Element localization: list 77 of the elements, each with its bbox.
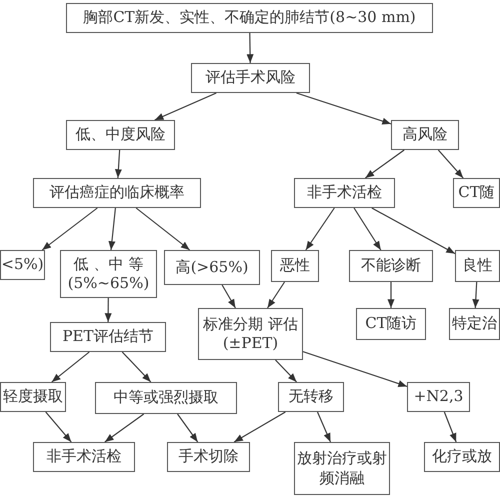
process-box — [294, 442, 390, 495]
process-box — [271, 250, 319, 282]
process-box — [424, 442, 500, 472]
process-box — [0, 250, 45, 280]
arrow — [108, 208, 116, 250]
box-label: +N2,3 — [414, 387, 464, 407]
arrow — [177, 414, 198, 442]
process-box — [455, 250, 500, 282]
box-label: 高风险 — [402, 125, 448, 145]
process-box — [453, 178, 500, 208]
box-label: 无转移 — [288, 387, 334, 407]
arrow — [387, 282, 395, 308]
box-label: 手术切除 — [178, 447, 238, 467]
arrow — [246, 33, 254, 63]
arrow — [472, 282, 480, 308]
process-box — [198, 308, 303, 360]
arrow — [302, 351, 408, 387]
process-box — [66, 120, 175, 150]
arrow — [354, 208, 382, 250]
box-label: 高(>65%) — [176, 258, 248, 278]
process-box — [50, 322, 166, 352]
arrow — [104, 414, 144, 442]
arrow — [275, 360, 297, 382]
arrow — [372, 208, 456, 254]
box-label: CT随 — [458, 183, 495, 203]
arrow — [234, 412, 286, 442]
process-box — [278, 382, 344, 412]
box-label: 化疗或放 — [432, 447, 492, 467]
box-label: 非手术活检 — [46, 447, 122, 467]
process-box — [349, 250, 433, 282]
box-label: PET评估结节 — [62, 327, 154, 347]
arrow — [154, 92, 217, 120]
box-label: 良性 — [462, 256, 492, 276]
process-box — [66, 3, 433, 33]
box-label: 标准分期 评估(±PET) — [202, 314, 299, 354]
arrow — [317, 412, 332, 442]
process-box — [294, 178, 395, 208]
box-label: CT随访 — [365, 314, 417, 334]
arrow — [222, 284, 236, 308]
box-label: 特定治 — [452, 314, 497, 334]
process-box — [95, 382, 237, 414]
process-box — [33, 178, 201, 208]
arrow — [51, 352, 90, 382]
process-box — [356, 308, 426, 340]
arrow — [444, 412, 457, 442]
arrow — [305, 208, 335, 250]
arrow — [438, 150, 464, 178]
process-box — [191, 63, 310, 93]
box-label: 不能诊断 — [361, 256, 421, 276]
arrow — [136, 208, 190, 250]
arrow — [45, 412, 72, 442]
process-box — [449, 308, 500, 340]
process-box — [167, 442, 250, 472]
arrow — [42, 208, 98, 250]
process-box — [60, 250, 157, 298]
box-label: 低 、中 等 (5%~65%) — [66, 254, 150, 294]
arrow — [114, 150, 122, 178]
box-label: 恶性 — [280, 256, 310, 276]
process-box — [164, 250, 260, 285]
box-label: 低、中度风险 — [76, 125, 166, 145]
arrow — [365, 150, 404, 178]
box-label: 非手术活检 — [307, 183, 382, 203]
arrow — [122, 352, 152, 382]
arrow — [267, 282, 285, 308]
box-label: 放射治疗或射频消融 — [296, 449, 388, 488]
box-label: 评估癌症的临床概率 — [50, 183, 184, 203]
box-label: 胸部CT新发、实性、不确定的肺结节(8~30 mm) — [83, 8, 416, 28]
arrow — [104, 298, 112, 322]
box-label: 评估手术风险 — [206, 68, 296, 88]
box-label: <5%) — [1, 255, 44, 275]
arrow — [296, 92, 392, 124]
box-label: 轻度摄取 — [3, 387, 63, 407]
process-box — [391, 120, 459, 150]
box-label: 中等或强烈摄取 — [114, 388, 218, 408]
process-box — [33, 442, 135, 472]
process-box — [407, 382, 470, 412]
process-box — [0, 382, 66, 412]
